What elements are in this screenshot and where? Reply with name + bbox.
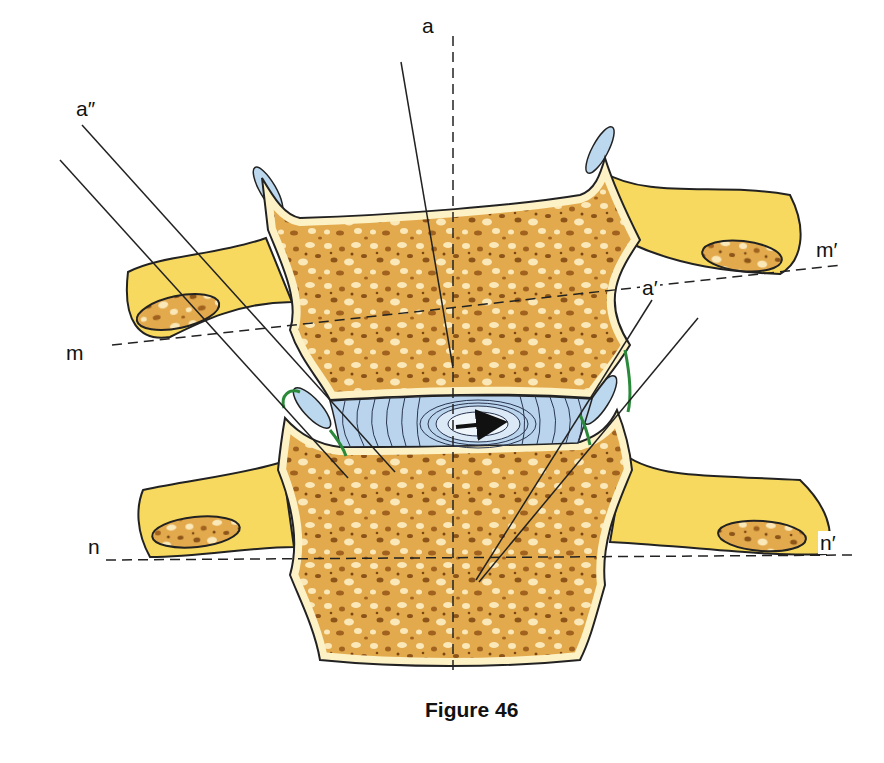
line-label: m′ <box>814 238 839 261</box>
axis-label: a <box>420 14 436 37</box>
line-label: n′ <box>818 531 838 554</box>
axis-label: a′ <box>640 276 660 299</box>
figure-caption: Figure 46 <box>425 698 518 722</box>
line-label: n <box>86 535 102 558</box>
line-label: m <box>64 341 86 364</box>
axis-label: a″ <box>74 97 97 120</box>
